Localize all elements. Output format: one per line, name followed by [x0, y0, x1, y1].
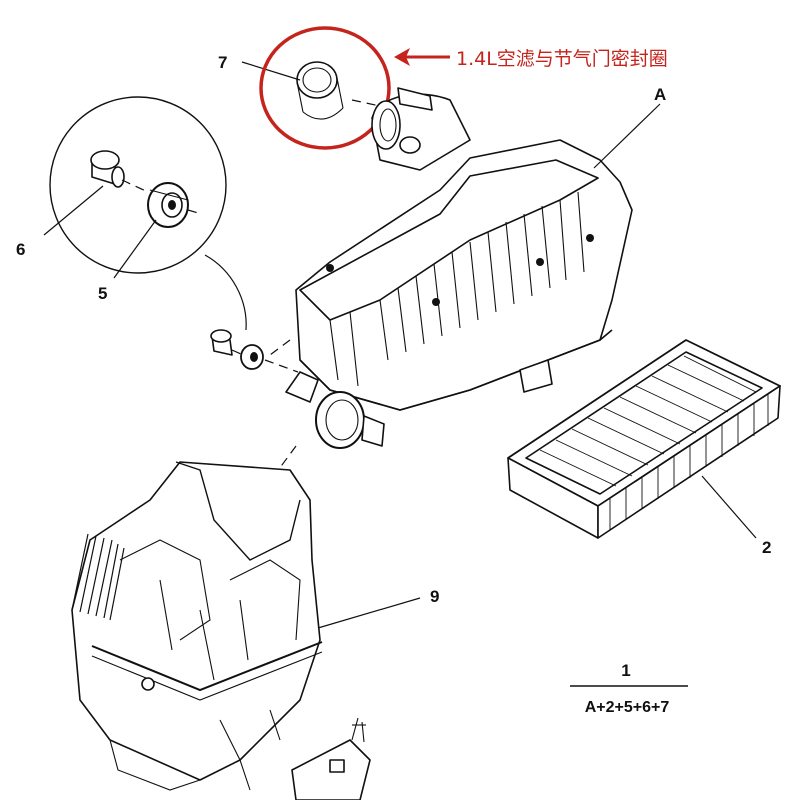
leader-9: [317, 597, 421, 629]
mounting-bracket: [291, 717, 371, 800]
detail-link-curve: [204, 254, 247, 331]
leader-7: [241, 61, 301, 81]
corrugated-hose: [71, 533, 125, 621]
callout-9: 9: [430, 587, 439, 606]
highlight-circle: [259, 26, 391, 150]
callout-5: 5: [98, 284, 107, 303]
detail-view: [43, 96, 247, 331]
formula-denominator: A+2+5+6+7: [585, 699, 670, 716]
callout-2: 2: [762, 538, 771, 557]
highlight-arrow: [394, 48, 450, 66]
part-5-nut: [147, 182, 189, 228]
part-A-upper-air-box: [285, 87, 633, 449]
detail-circle: [49, 96, 227, 274]
seal-annotation: 1.4L空滤与节气门密封圈: [456, 48, 668, 70]
part-9-lower-air-box: [71, 461, 323, 791]
filter-pleats-side: [609, 394, 769, 530]
callout-6: 6: [16, 240, 25, 259]
callout-7: 7: [218, 53, 227, 72]
part-7-seal-ring: [296, 61, 381, 120]
leader-A: [593, 103, 661, 169]
kit-formula: 1 A+2+5+6+7: [570, 661, 688, 716]
part-6-cap: [90, 150, 125, 188]
leader-5: [113, 219, 157, 279]
leader-6: [43, 185, 104, 236]
callout-A: A: [654, 85, 666, 104]
filter-pleats-top: [539, 355, 757, 487]
leader-2: [701, 475, 757, 539]
part-2-filter-element: [507, 339, 781, 539]
installed-cap-and-nut: [210, 329, 299, 373]
formula-numerator: 1: [621, 661, 630, 680]
alignment-line-nut: [269, 339, 291, 356]
